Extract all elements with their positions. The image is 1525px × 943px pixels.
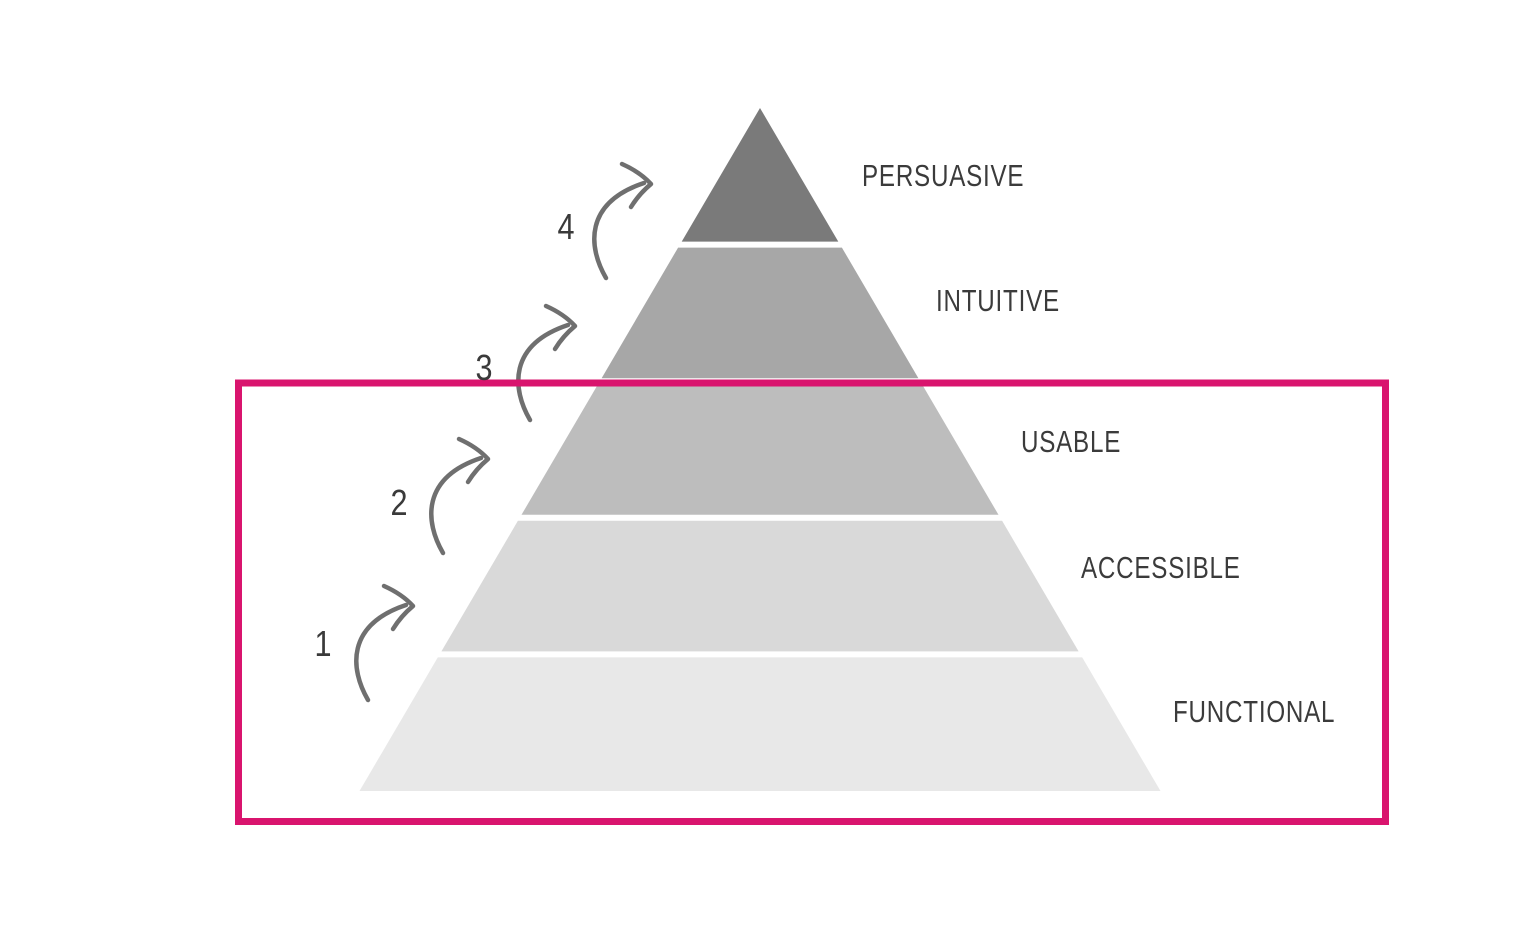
level-label-accessible: ACCESSIBLE — [1081, 550, 1241, 585]
step-number-3: 3 — [475, 347, 493, 388]
pyramid-level-functional — [359, 657, 1161, 791]
curved-arrow-icon-step-4 — [592, 161, 654, 281]
pyramid-level-usable — [521, 384, 999, 515]
level-label-intuitive: INTUITIVE — [936, 283, 1060, 318]
pyramid — [359, 108, 1161, 791]
level-label-usable: USABLE — [1021, 424, 1122, 459]
highlight-box — [235, 379, 1389, 825]
curved-arrow-icon-step-3 — [516, 303, 578, 423]
pyramid-level-accessible — [441, 520, 1079, 652]
curved-arrow-icon-step-1 — [354, 583, 416, 703]
level-label-persuasive: PERSUASIVE — [862, 158, 1025, 193]
curved-step-arrows — [354, 161, 654, 703]
step-number-2: 2 — [390, 482, 408, 523]
step-number-1: 1 — [314, 623, 332, 664]
level-label-functional: FUNCTIONAL — [1173, 694, 1336, 729]
curved-arrow-icon-step-2 — [429, 436, 491, 556]
step-number-4: 4 — [557, 206, 575, 247]
pyramid-level-intuitive — [601, 247, 919, 379]
pyramid-level-persuasive — [681, 108, 839, 242]
